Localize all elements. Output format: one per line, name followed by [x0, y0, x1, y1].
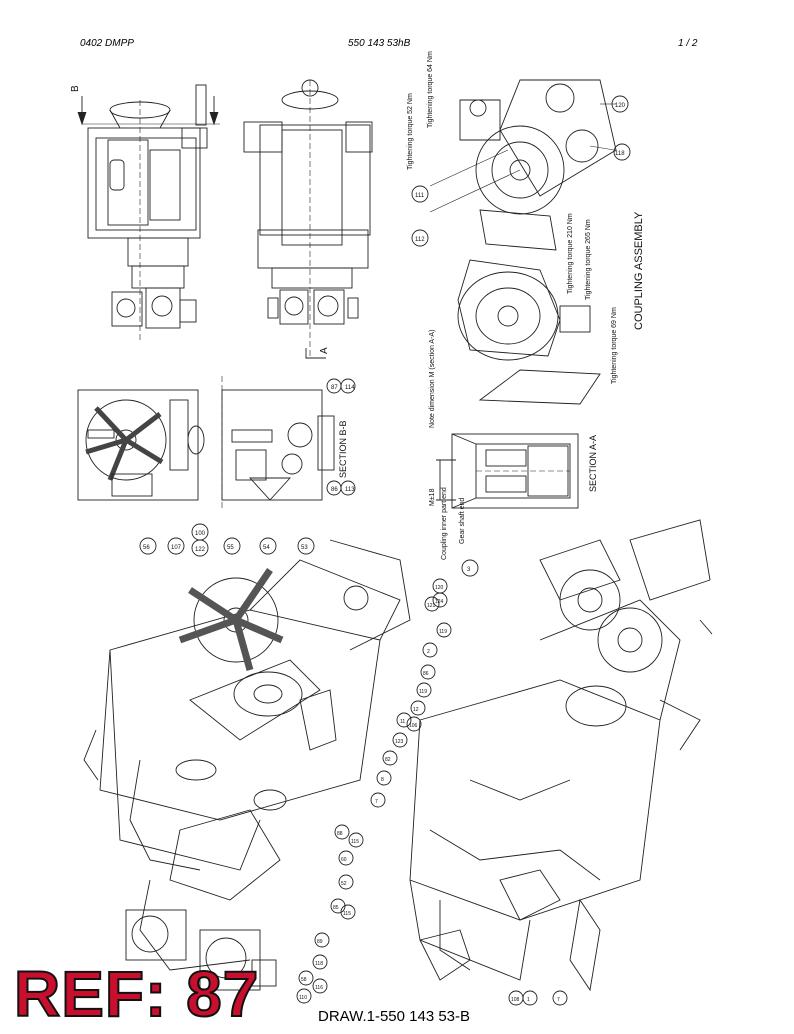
callout-12: 12 — [413, 707, 419, 713]
callout-120: 120 — [615, 103, 626, 109]
coupling-inner-label: Coupling inner part end — [441, 487, 448, 560]
dimension-m: M±18 — [429, 488, 436, 506]
callout-113: 113 — [345, 487, 355, 493]
callout-108: 108 — [511, 997, 520, 1003]
fan-view-left — [77, 389, 205, 501]
callout-55: 55 — [227, 545, 234, 551]
callout-58: 58 — [301, 977, 307, 983]
callout-116: 116 — [315, 985, 323, 991]
callout-106: 106 — [409, 723, 418, 729]
doc-code: 0402 DMPP — [80, 38, 134, 49]
torque-label-4: Tightening torque 265 Nm — [585, 219, 592, 300]
callout-11: 11 — [400, 719, 405, 725]
callout-112: 112 — [415, 237, 425, 243]
callout-118-b: 118 — [315, 961, 323, 967]
callout-1: 1 — [527, 997, 530, 1003]
isometric-engine-left — [83, 539, 411, 991]
callout-86-b: 86 — [423, 671, 429, 677]
coupling-assembly-drawing — [429, 79, 617, 405]
drawing-code: 550 143 53hB — [348, 38, 411, 49]
callout-88: 88 — [337, 831, 343, 837]
callout-119-b: 119 — [419, 689, 427, 695]
torque-label-5: Tightening torque 69 Nm — [611, 307, 618, 384]
callout-110: 110 — [299, 995, 307, 1001]
callout-120-b: 120 — [435, 585, 444, 591]
section-aa-label: SECTION A-A — [588, 435, 598, 492]
left-callouts: 56 107 100 122 55 54 53 88 115 60 52 85 … — [139, 523, 364, 1004]
callout-7-b: 7 — [557, 997, 560, 1003]
section-aa-drawing — [436, 433, 579, 509]
callout-56: 56 — [143, 545, 150, 551]
callout-89: 89 — [317, 939, 323, 945]
callout-100: 100 — [195, 531, 206, 537]
callout-122: 122 — [195, 547, 206, 553]
callout-121: 121 — [427, 603, 436, 609]
torque-label-1: Tightening torque 52 Nm — [407, 93, 414, 170]
callout-114: 114 — [345, 385, 355, 391]
elevation-view-right — [243, 79, 373, 359]
callout-3: 3 — [467, 567, 471, 573]
callout-124: 124 — [435, 599, 444, 605]
callout-85: 85 — [333, 905, 339, 911]
elevation-view-left — [77, 84, 220, 340]
callout-86: 86 — [331, 487, 338, 493]
torque-label-3: Tightening torque 210 Nm — [567, 213, 574, 294]
callout-107: 107 — [171, 545, 182, 551]
callout-52: 52 — [341, 881, 347, 887]
isometric-engine-right — [409, 519, 713, 992]
callout-2: 2 — [427, 649, 430, 655]
callout-119: 119 — [439, 629, 447, 635]
callout-60: 60 — [341, 857, 347, 863]
section-bb-label: SECTION B-B — [338, 420, 348, 478]
section-callouts: 87 114 86 113 — [326, 378, 356, 496]
callout-118: 118 — [615, 151, 625, 157]
callout-115-b: 115 — [343, 911, 351, 917]
note-dimension-m: Note dimension M (section A-A) — [429, 330, 436, 428]
callout-82: 82 — [385, 757, 391, 763]
drawing-number: DRAW.1-550 143 53-B — [318, 1008, 471, 1025]
callout-8: 8 — [381, 777, 384, 783]
right-callouts: 3 120 124 121 119 2 86 119 12 11 106 123… — [370, 559, 568, 1006]
page-number: 1 / 2 — [678, 38, 698, 49]
coupling-callouts: 111 112 118 120 — [411, 95, 631, 247]
fan-view-right — [221, 376, 335, 510]
torque-label-2: Tightening torque 64 Nm — [427, 51, 434, 128]
coupling-assembly-title: COUPLING ASSEMBLY — [633, 211, 645, 330]
callout-115: 115 — [351, 839, 359, 845]
callout-111: 111 — [415, 193, 425, 199]
callout-87: 87 — [331, 385, 338, 391]
callout-54: 54 — [263, 545, 270, 551]
reference-number: REF: 87 — [13, 958, 260, 1030]
callout-123: 123 — [395, 739, 404, 745]
callout-7: 7 — [375, 799, 378, 805]
section-mark-a: A — [319, 347, 330, 354]
callout-53: 53 — [301, 545, 308, 551]
section-mark-b: B — [70, 85, 81, 92]
gear-shaft-label: Gear shaft end — [459, 498, 466, 544]
